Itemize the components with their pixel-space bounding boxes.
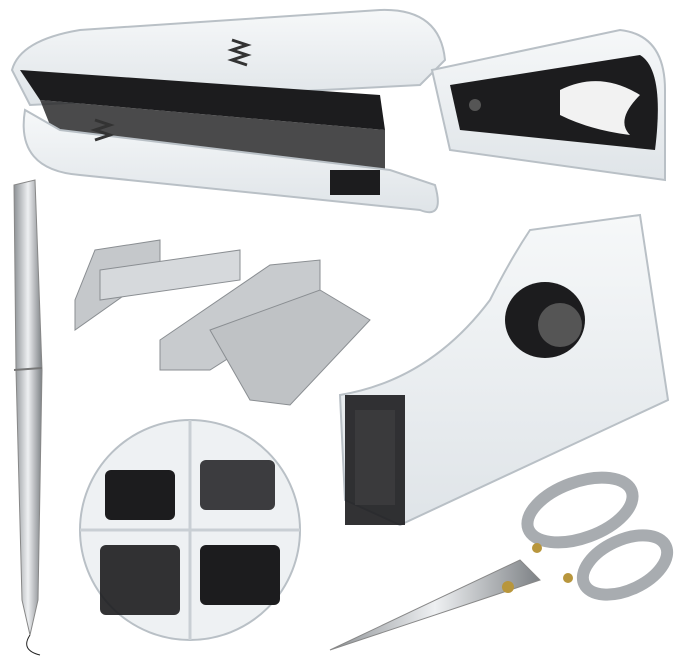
staples [74,239,371,406]
tape-dispenser [338,213,670,527]
stapler [10,8,447,214]
staple-remover [430,28,666,182]
ballpoint-pen [13,179,43,656]
scissors [329,471,674,651]
binder-clips-and-paper-clips-tray [79,419,301,641]
